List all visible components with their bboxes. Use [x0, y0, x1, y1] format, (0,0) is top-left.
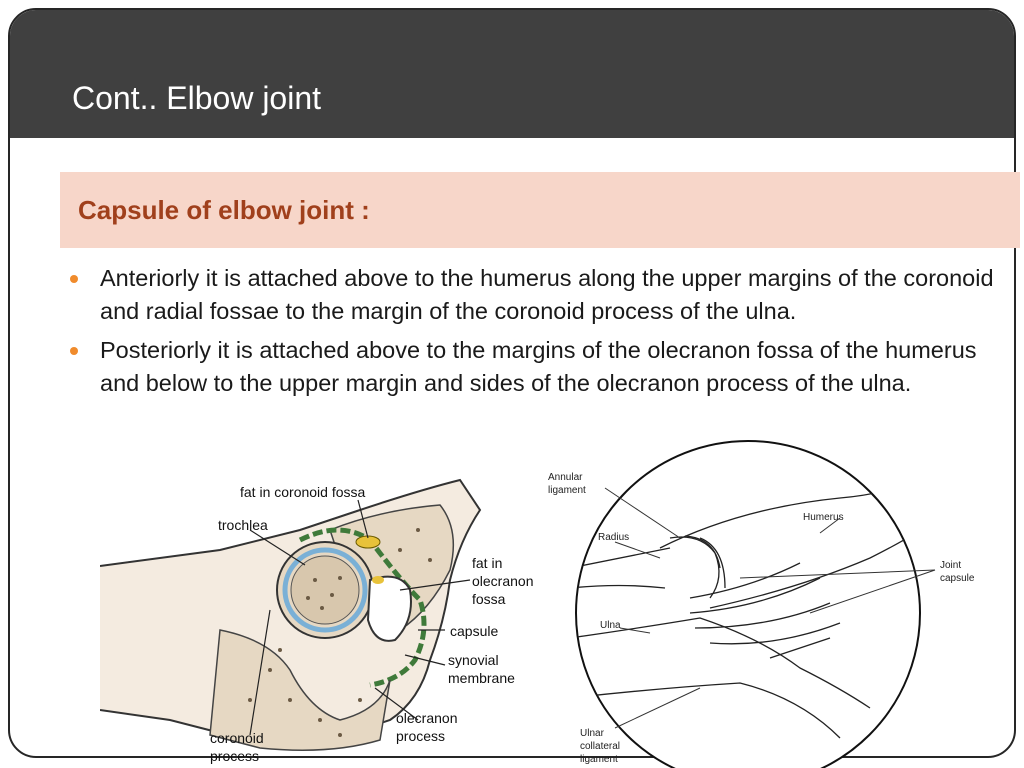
section-heading: Capsule of elbow joint : — [78, 195, 370, 225]
label-radius: Radius — [598, 532, 629, 543]
label-ulnar-2: collateral — [580, 741, 620, 752]
label-coronoid-2: process — [210, 748, 259, 764]
label-fat-in: fat in — [472, 555, 502, 571]
elbow-section-figure: fat in coronoid fossa trochlea fat in ol… — [100, 478, 534, 764]
label-olecranon-process-2: process — [396, 728, 445, 744]
label-joint-1: Joint — [940, 560, 961, 571]
label-ulnar-1: Ulnar — [580, 728, 605, 739]
bullet-list: Anteriorly it is attached above to the h… — [64, 262, 994, 406]
bullet-item: Posteriorly it is attached above to the … — [64, 334, 994, 400]
label-humerus: Humerus — [803, 512, 844, 523]
label-membrane: membrane — [448, 670, 515, 686]
label-coronoid-1: coronoid — [210, 730, 264, 746]
bullet-text: Anteriorly it is attached above to the h… — [100, 265, 994, 324]
title-bar — [10, 10, 1014, 138]
label-joint-2: capsule — [940, 573, 975, 584]
label-olecranon-process-1: olecranon — [396, 710, 458, 726]
bullet-text: Posteriorly it is attached above to the … — [100, 337, 977, 396]
elbow-capsule-figure: Annular ligament Humerus Radius Joint ca… — [548, 440, 975, 768]
bullet-dot-icon — [70, 275, 78, 283]
label-olecranon: olecranon — [472, 573, 534, 589]
label-annular-2: ligament — [548, 485, 586, 496]
label-fossa: fossa — [472, 591, 506, 607]
slide-title: Cont.. Elbow joint — [72, 80, 322, 116]
bullet-dot-icon — [70, 347, 78, 355]
heading-box — [60, 172, 1020, 248]
label-ulnar-3: ligament — [580, 754, 618, 765]
label-capsule: capsule — [450, 623, 498, 639]
label-trochlea: trochlea — [218, 517, 268, 533]
label-annular-1: Annular — [548, 472, 583, 483]
label-ulna: Ulna — [600, 620, 621, 631]
label-synovial: synovial — [448, 652, 499, 668]
bullet-item: Anteriorly it is attached above to the h… — [64, 262, 994, 328]
label-fat-coronoid: fat in coronoid fossa — [240, 484, 366, 500]
